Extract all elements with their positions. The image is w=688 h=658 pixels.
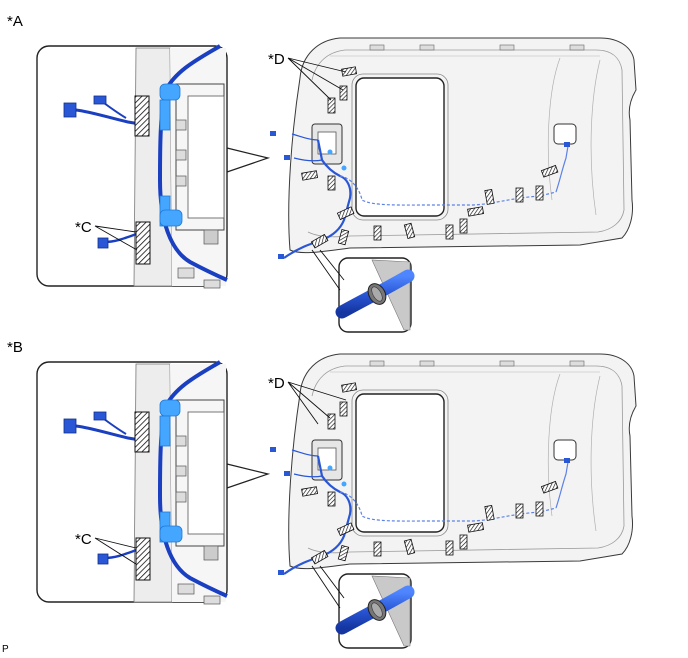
- zoom-leader: [319, 565, 345, 599]
- callout-label-c: *C: [75, 219, 92, 236]
- figure-code: P: [2, 644, 9, 655]
- callout-pointer: [226, 147, 271, 173]
- zoom-leader: [311, 565, 341, 609]
- callout-leader-c: [94, 225, 138, 251]
- zoom-leader: [319, 249, 345, 281]
- pillar-inset: [35, 44, 229, 290]
- callout-label-d: *D: [268, 51, 285, 68]
- panel-b: *B *D *C: [7, 339, 638, 648]
- clamp-detail-zoom: [339, 574, 411, 648]
- headliner-top-view: [268, 36, 638, 261]
- callout-leader-d: [287, 381, 347, 425]
- zoom-leader: [311, 249, 341, 291]
- callout-leader-d: [287, 57, 347, 101]
- pillar-inset: [35, 360, 229, 606]
- callout-leader-c: [94, 537, 137, 565]
- headliner-top-view: [268, 352, 638, 577]
- clamp-detail-zoom: [339, 258, 411, 332]
- panel-label-a: *A: [7, 13, 23, 30]
- callout-label-d: *D: [268, 375, 285, 392]
- panel-label-b: *B: [7, 339, 23, 356]
- panel-a: *A *D *C: [7, 13, 638, 332]
- callout-pointer: [226, 463, 271, 489]
- callout-label-c: *C: [75, 531, 92, 548]
